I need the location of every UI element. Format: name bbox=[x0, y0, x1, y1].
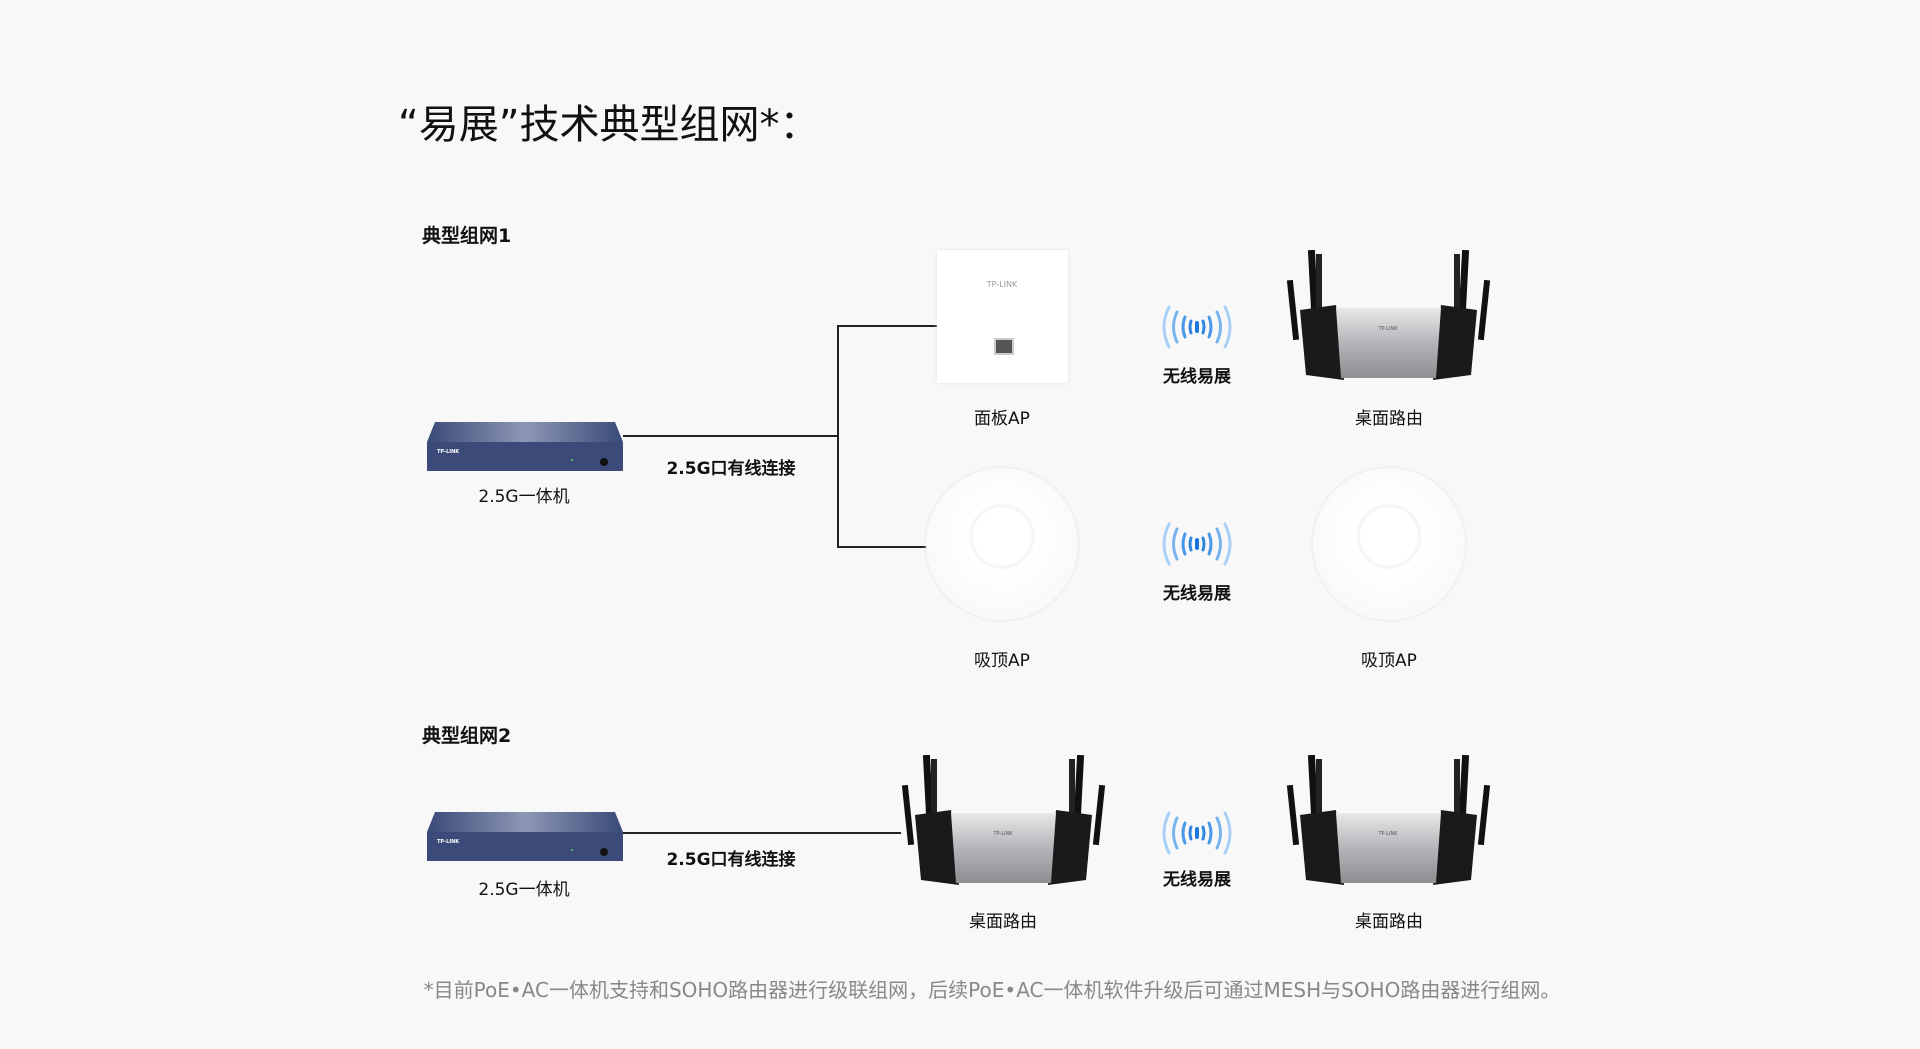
wired-link-to-ceiling bbox=[837, 546, 927, 548]
desktop-router bbox=[1286, 755, 1491, 890]
wireless-label: 无线易展 bbox=[1163, 584, 1231, 604]
router-label: 桌面路由 bbox=[1355, 409, 1423, 429]
section-2-heading: 典型组网2 bbox=[422, 725, 512, 747]
ceiling-ap-device bbox=[1313, 468, 1465, 620]
ethernet-port-icon bbox=[994, 338, 1014, 355]
switch-device bbox=[427, 812, 623, 861]
section-1-heading: 典型组网1 bbox=[422, 225, 512, 247]
ceiling-ap-label: 吸顶AP bbox=[974, 651, 1030, 671]
switch-label: 2.5G一体机 bbox=[478, 487, 570, 507]
panel-ap-brand: TP-LINK bbox=[986, 280, 1018, 289]
wired-link-to-panel bbox=[837, 325, 937, 327]
wifi-icon bbox=[1157, 519, 1237, 569]
desktop-router bbox=[901, 755, 1106, 890]
footnote: *目前PoE•AC一体机支持和SOHO路由器进行级联组网，后续PoE•AC一体机… bbox=[423, 978, 1561, 1002]
wired-link bbox=[623, 832, 901, 834]
panel-ap-device: TP-LINK bbox=[937, 250, 1068, 383]
panel-ap-label: 面板AP bbox=[974, 409, 1030, 429]
router-label: 桌面路由 bbox=[969, 912, 1037, 932]
wireless-label: 无线易展 bbox=[1163, 870, 1231, 890]
page-title: “易展”技术典型组网*： bbox=[398, 102, 820, 148]
wifi-icon bbox=[1157, 302, 1237, 352]
wifi-icon bbox=[1157, 808, 1237, 858]
wired-link bbox=[623, 435, 839, 437]
switch-label: 2.5G一体机 bbox=[478, 880, 570, 900]
wired-label: 2.5G口有线连接 bbox=[666, 459, 796, 479]
router-label: 桌面路由 bbox=[1355, 912, 1423, 932]
wired-label: 2.5G口有线连接 bbox=[666, 850, 796, 870]
wireless-label: 无线易展 bbox=[1163, 367, 1231, 387]
wired-link-branch bbox=[837, 325, 839, 548]
ceiling-ap-device bbox=[926, 468, 1078, 620]
switch-device bbox=[427, 422, 623, 471]
desktop-router bbox=[1286, 250, 1491, 385]
ceiling-ap-label: 吸顶AP bbox=[1361, 651, 1417, 671]
